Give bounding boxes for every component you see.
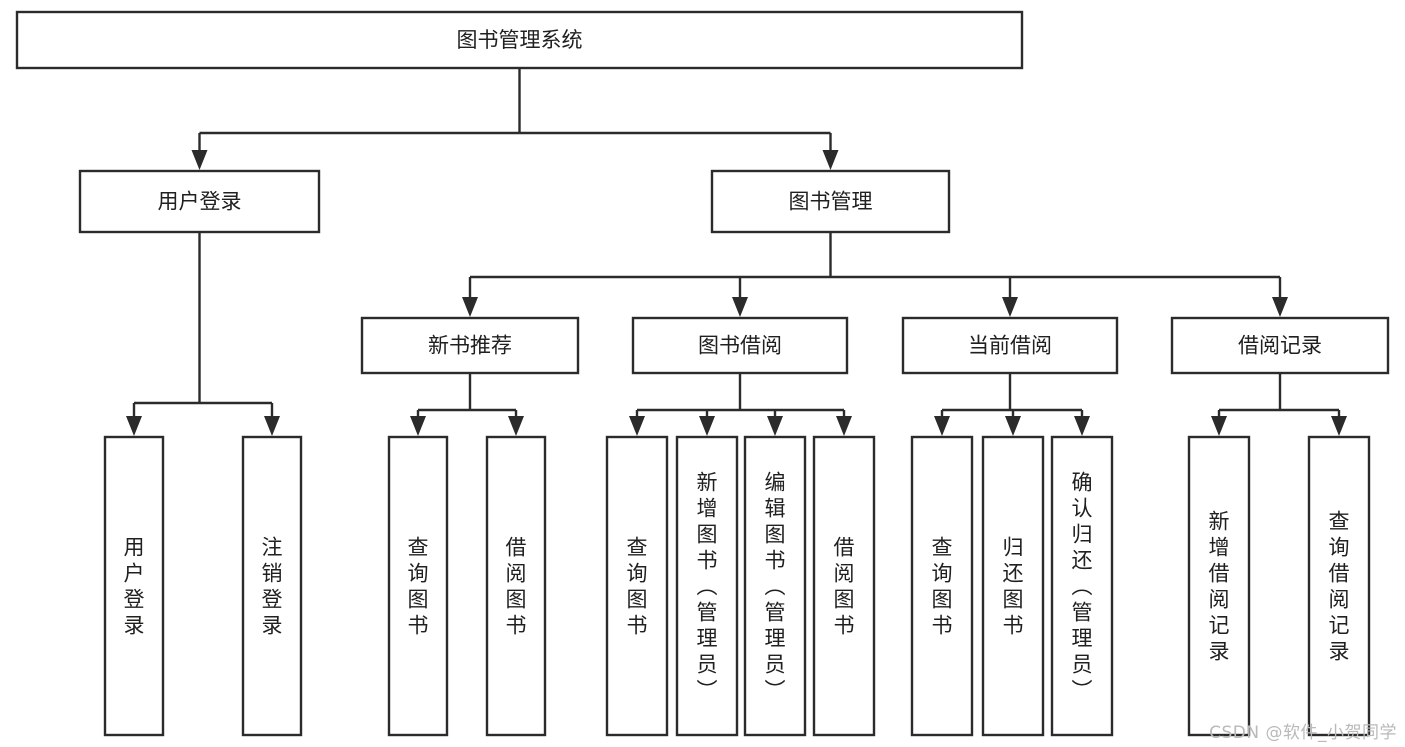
arrow-head-icon: [410, 416, 426, 436]
node-box-level2-0: [360, 316, 580, 375]
node-label-level2-1: 图书借阅: [698, 334, 782, 358]
node-label-leaf-3: 借阅图书: [506, 535, 527, 637]
node-leaf-3[interactable]: 借阅图书: [485, 435, 547, 737]
arrow-head-icon: [1211, 416, 1227, 436]
node-label-leaf-6: 编辑图书︵管理员︶: [765, 470, 786, 702]
node-level2-3[interactable]: 借阅记录: [1170, 316, 1390, 375]
node-leaf-5[interactable]: 新增图书︵管理员︶: [675, 435, 739, 737]
node-box-leaf-4: [605, 435, 669, 737]
node-level2-0[interactable]: 新书推荐: [360, 316, 580, 375]
node-leaf-6[interactable]: 编辑图书︵管理员︶: [743, 435, 807, 737]
arrow-head-icon: [699, 416, 715, 436]
node-label-level2-0: 新书推荐: [428, 334, 512, 358]
node-level2-1[interactable]: 图书借阅: [631, 316, 849, 375]
arrow-head-icon: [732, 297, 748, 317]
arrow-head-icon: [1005, 416, 1021, 436]
node-box-leaf-0: [103, 435, 165, 737]
node-leaf-11[interactable]: 新增借阅记录: [1187, 435, 1251, 737]
node-box-level2-2: [901, 316, 1119, 375]
arrow-head-icon: [822, 150, 839, 170]
node-label-leaf-0: 用户登录: [124, 535, 145, 637]
node-leaf-1[interactable]: 注销登录: [241, 435, 303, 737]
arrow-head-icon: [191, 150, 208, 170]
node-box-leaf-11: [1187, 435, 1251, 737]
arrow-head-icon: [1074, 416, 1090, 436]
node-box-level2-1: [631, 316, 849, 375]
arrow-head-icon: [462, 297, 478, 317]
node-box-leaf-3: [485, 435, 547, 737]
csdn-watermark: CSDN @软件_小贺同学: [1209, 723, 1397, 743]
node-label-leaf-2: 查询图书: [408, 535, 429, 637]
node-leaf-7[interactable]: 借阅图书: [812, 435, 876, 737]
node-label-leaf-9: 归还图书: [1003, 535, 1024, 637]
arrow-head-icon: [836, 416, 852, 436]
node-label-leaf-10: 确认归还︵管理员︶: [1072, 470, 1093, 702]
node-leaf-8[interactable]: 查询图书: [910, 435, 974, 737]
node-label-level1-1: 图书管理: [789, 190, 873, 214]
node-label-leaf-11: 新增借阅记录: [1209, 509, 1230, 663]
node-box-root-0: [15, 10, 1024, 70]
node-label-leaf-7: 借阅图书: [834, 535, 855, 637]
node-leaf-2[interactable]: 查询图书: [387, 435, 449, 737]
arrow-head-icon: [1002, 297, 1018, 317]
node-box-level1-0: [78, 169, 321, 234]
node-label-level2-2: 当前借阅: [968, 334, 1052, 358]
node-level2-2[interactable]: 当前借阅: [901, 316, 1119, 375]
connector-layer: [126, 68, 1347, 436]
node-label-level1-0: 用户登录: [158, 190, 242, 214]
node-box-leaf-6: [743, 435, 807, 737]
node-box-leaf-8: [910, 435, 974, 737]
node-box-leaf-9: [981, 435, 1045, 737]
node-label-leaf-5: 新增图书︵管理员︶: [697, 470, 718, 702]
node-level1-0[interactable]: 用户登录: [78, 169, 321, 234]
node-label-leaf-1: 注销登录: [262, 535, 283, 637]
node-box-level2-3: [1170, 316, 1390, 375]
node-leaf-12[interactable]: 查询借阅记录: [1307, 435, 1371, 737]
node-root-0[interactable]: 图书管理系统: [15, 10, 1024, 70]
arrow-head-icon: [264, 416, 280, 436]
arrow-head-icon: [934, 416, 950, 436]
node-level1-1[interactable]: 图书管理: [710, 169, 951, 234]
node-label-level2-3: 借阅记录: [1238, 334, 1322, 358]
node-box-leaf-10: [1050, 435, 1114, 737]
node-layer: 图书管理系统用户登录图书管理新书推荐图书借阅当前借阅借阅记录用户登录注销登录查询…: [15, 10, 1390, 737]
node-leaf-4[interactable]: 查询图书: [605, 435, 669, 737]
node-box-leaf-1: [241, 435, 303, 737]
node-label-leaf-4: 查询图书: [627, 535, 648, 637]
arrow-head-icon: [629, 416, 645, 436]
node-box-level1-1: [710, 169, 951, 234]
node-label-leaf-12: 查询借阅记录: [1329, 509, 1350, 663]
node-box-leaf-5: [675, 435, 739, 737]
node-box-leaf-12: [1307, 435, 1371, 737]
arrow-head-icon: [767, 416, 783, 436]
arrow-head-icon: [1331, 416, 1347, 436]
node-box-leaf-7: [812, 435, 876, 737]
arrow-head-icon: [1272, 297, 1288, 317]
node-box-leaf-2: [387, 435, 449, 737]
node-label-leaf-8: 查询图书: [932, 535, 953, 637]
node-leaf-10[interactable]: 确认归还︵管理员︶: [1050, 435, 1114, 737]
arrow-head-icon: [508, 416, 524, 436]
node-leaf-9[interactable]: 归还图书: [981, 435, 1045, 737]
node-leaf-0[interactable]: 用户登录: [103, 435, 165, 737]
node-label-root-0: 图书管理系统: [457, 28, 583, 52]
arrow-head-icon: [126, 416, 142, 436]
